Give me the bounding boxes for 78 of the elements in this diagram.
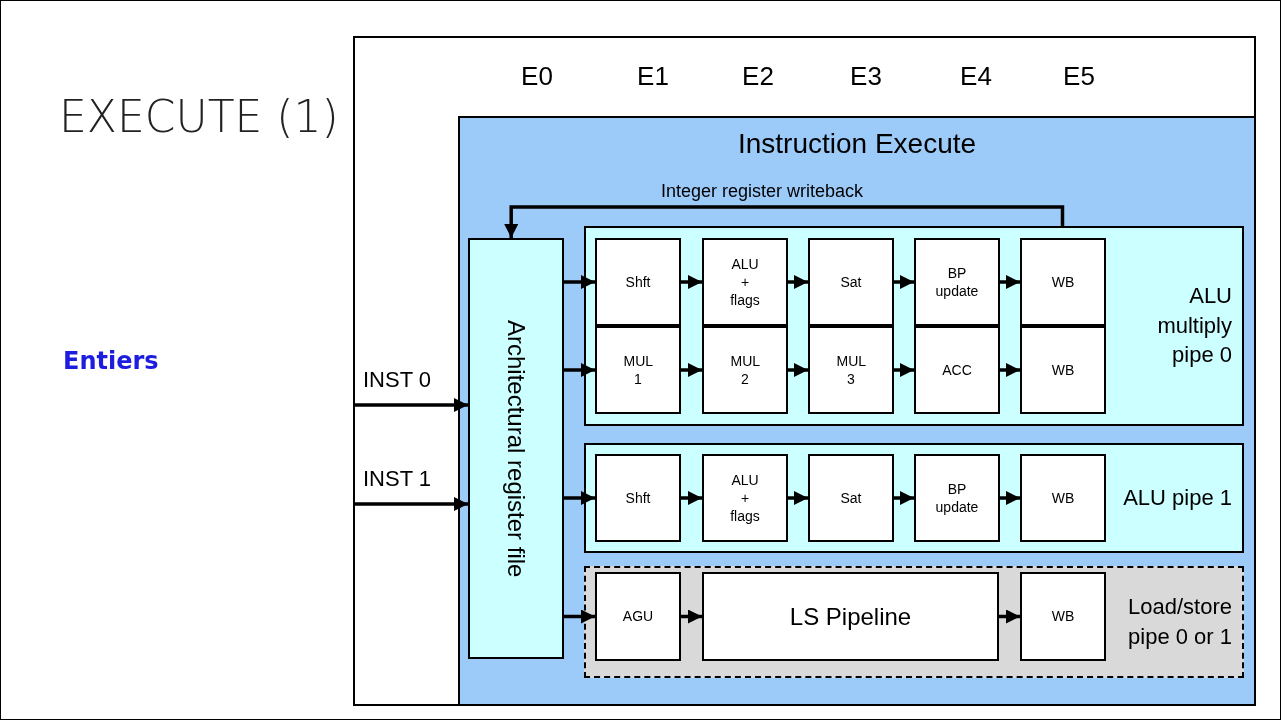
stage-box [595, 238, 681, 326]
stage-box [1020, 454, 1106, 542]
stage-header: E3 [849, 61, 883, 92]
arrow [564, 275, 595, 289]
stage-box [914, 454, 1000, 542]
stage-label: MUL 3 [836, 351, 866, 389]
arrow [788, 363, 808, 377]
edge-label: INST 1 [363, 466, 432, 492]
stage-header: E0 [520, 61, 554, 92]
stage-box [914, 238, 1000, 326]
arrow [894, 363, 914, 377]
arrow [681, 363, 702, 377]
stage-box [1020, 238, 1106, 326]
stage-label: WB [1051, 607, 1075, 626]
stage-header: E1 [636, 61, 670, 92]
stage-label: MUL 2 [730, 351, 760, 389]
arrow [681, 609, 702, 624]
arrow [1000, 363, 1020, 377]
pipeline-name: ALU multiply pipe 0 [1156, 282, 1232, 370]
arrow [564, 363, 595, 377]
stage-label: Sat [840, 272, 862, 292]
arrow [999, 609, 1020, 624]
stage-box [808, 238, 894, 326]
arrow [894, 491, 914, 505]
stage-box [595, 326, 681, 414]
stage-box [702, 326, 788, 414]
stage-box [808, 454, 894, 542]
stage-box [914, 326, 1000, 414]
stage-label: LS Pipeline [789, 602, 912, 631]
arrow [788, 275, 808, 289]
panel-title: Instruction Execute [736, 128, 978, 160]
stage-label: MUL 1 [623, 351, 653, 389]
arrow [788, 491, 808, 505]
stage-box [702, 238, 788, 326]
stage-label: WB [1051, 360, 1075, 380]
arrow [564, 491, 595, 505]
stage-label: ALU + flags [730, 470, 760, 526]
arrow [681, 275, 702, 289]
pipeline-name: Load/store pipe 0 or 1 [1127, 593, 1232, 651]
stage-box [702, 454, 788, 542]
arrow [1000, 491, 1020, 505]
stage-label: WB [1051, 272, 1075, 292]
arrow [894, 275, 914, 289]
stage-box [595, 454, 681, 542]
stage-label: BP update [935, 263, 979, 301]
stage-box [1020, 572, 1106, 661]
stage-header: E4 [959, 61, 993, 92]
stage-box [1020, 326, 1106, 414]
stage-label: BP update [935, 479, 979, 517]
arrow [564, 609, 595, 624]
stage-label: ALU + flags [730, 254, 760, 310]
stage-header: E2 [741, 61, 775, 92]
arrow [504, 205, 1065, 238]
execute-panel [458, 116, 1256, 706]
pipeline-group-box [584, 566, 1244, 678]
arrow [353, 497, 468, 511]
stage-box [808, 326, 894, 414]
slide-title: EXECUTE (1) [59, 91, 339, 142]
edge-label: INST 0 [363, 367, 432, 393]
stage-header: E5 [1062, 61, 1096, 92]
pipeline-name: ALU pipe 1 [1122, 484, 1232, 513]
register-file-label: Architectural register file [502, 319, 530, 578]
stage-box [595, 572, 681, 661]
stage-label: Sat [840, 488, 862, 508]
pipeline-group-box [584, 443, 1244, 553]
arrow [681, 491, 702, 505]
arrow [353, 398, 468, 412]
stage-box [702, 572, 999, 661]
pipeline-group-box [584, 226, 1244, 426]
stage-label: AGU [622, 607, 654, 626]
stage-label: Shft [625, 272, 651, 292]
arrow [1000, 275, 1020, 289]
edge-label: Integer register writeback [661, 181, 864, 202]
stage-label: ACC [942, 360, 972, 380]
stage-label: WB [1051, 488, 1075, 508]
side-note: Entiers [63, 347, 159, 375]
stage-label: Shft [625, 488, 651, 508]
register-file-box [468, 238, 564, 659]
